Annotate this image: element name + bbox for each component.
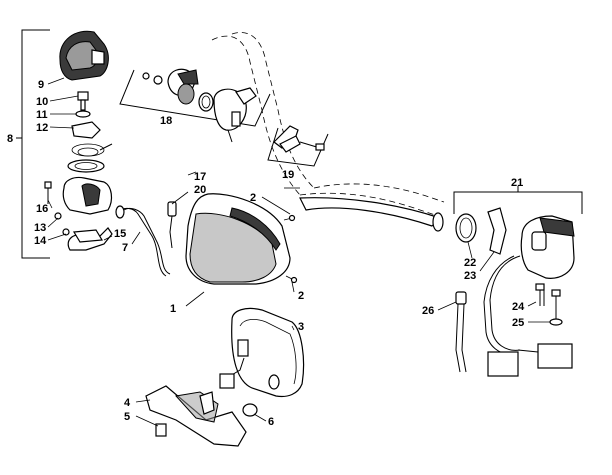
callout-17: 17 [194, 171, 206, 183]
callout-12: 12 [36, 122, 48, 134]
callout-26: 26 [422, 305, 434, 317]
spring-ring-shape [67, 143, 113, 173]
bracket-21 [453, 186, 583, 214]
callout-8: 8 [7, 133, 13, 145]
throttle-lever-shape [54, 212, 113, 251]
callout-13: 13 [34, 222, 46, 234]
callout-15: 15 [114, 228, 126, 240]
callout-14: 14 [34, 235, 47, 247]
callout-11: 11 [36, 109, 48, 121]
callout-20: 20 [194, 184, 206, 196]
throttle-cover-shape [59, 30, 109, 81]
switch-housing-shape [455, 207, 575, 279]
headlight-housing-shape [219, 307, 305, 398]
callout-16: 16 [36, 203, 48, 215]
fasteners-10-12 [71, 91, 101, 139]
callout-10: 10 [36, 96, 48, 108]
bracket-8 [16, 29, 50, 259]
callout-5: 5 [124, 411, 130, 423]
bolts-24-25 [535, 283, 563, 326]
callout-23: 23 [464, 270, 476, 282]
leader-lines [47, 77, 550, 427]
throttle-cable-shape [115, 205, 171, 277]
speedo-cable-shape [167, 201, 177, 249]
callout-1: 1 [170, 303, 176, 315]
callout-25: 25 [512, 317, 524, 329]
throttle-block-shape [44, 176, 113, 215]
wiring-harness-shape [483, 255, 573, 377]
callout-2a: 2 [250, 192, 256, 204]
callout-22: 22 [464, 257, 476, 269]
headlight-cover-shape [185, 193, 298, 285]
callout-7: 7 [122, 242, 128, 254]
callout-6: 6 [268, 416, 274, 428]
clamp-19-shape [273, 125, 325, 153]
bracket-18 [119, 69, 271, 127]
callout-19: 19 [282, 169, 294, 181]
callout-24: 24 [512, 301, 525, 313]
part-26-shape [455, 291, 467, 373]
callout-4: 4 [124, 397, 131, 409]
callout-2b: 2 [298, 290, 304, 302]
callout-3: 3 [298, 321, 304, 333]
throttle-assembly-shape [142, 68, 257, 143]
callout-18: 18 [160, 115, 172, 127]
callout-21: 21 [511, 177, 523, 189]
mount-bracket-shape [145, 385, 258, 447]
callout-9: 9 [38, 79, 44, 91]
